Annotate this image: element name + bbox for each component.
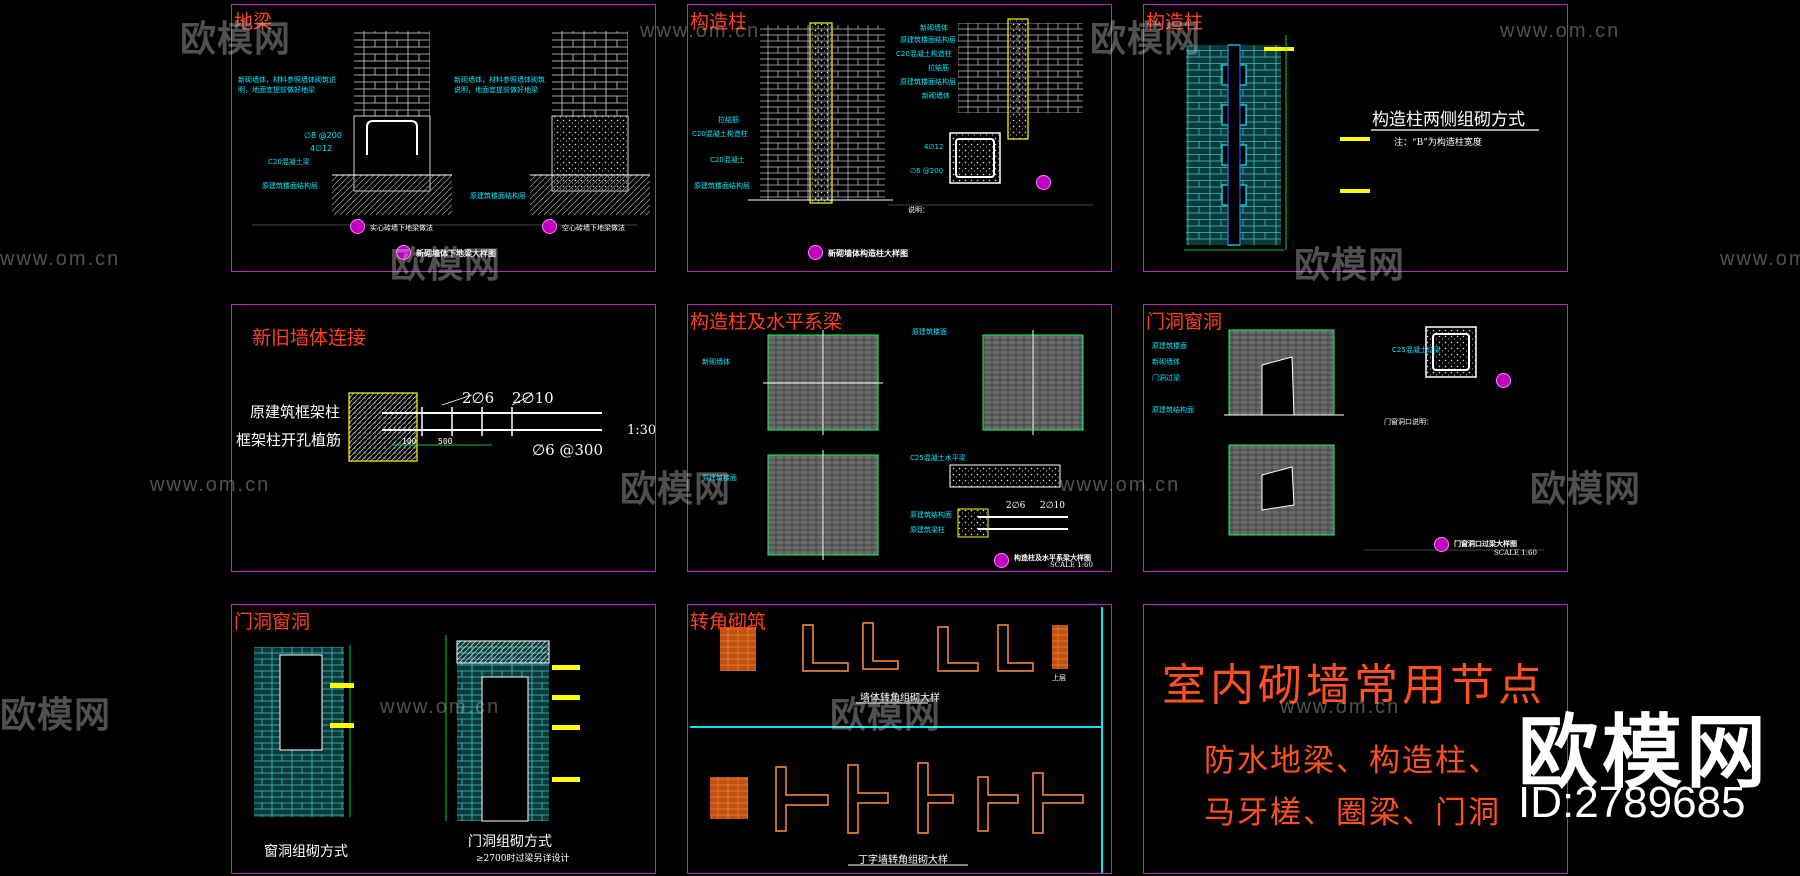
title-block: 新砌墙体构造柱大样图 — [828, 248, 908, 258]
floor-label-left: 原建筑楼面结构层 — [262, 182, 318, 190]
label-1: 原建筑楼面 — [1152, 342, 1187, 350]
note-left: 新砌墙体，材料参照墙体砌筑说明，地面宜提前做好地梁 — [238, 76, 336, 94]
rebar-spacing-label: ∅8 @200 — [304, 131, 342, 140]
label-5: 原建筑结构面 — [1152, 406, 1194, 414]
label-2: 原建筑楼面 — [912, 328, 947, 336]
title-block-marker — [1434, 537, 1449, 552]
panel-title: 新旧墙体连接 — [252, 327, 367, 349]
openings-drawing — [1224, 326, 1544, 551]
column-label: 原建筑框架柱 — [250, 403, 341, 421]
label-right-6: 新砌墙体 — [922, 92, 950, 100]
bond-note: 注：“B”为构造柱宽度 — [1394, 138, 1482, 148]
panel-title: 门洞窗洞 — [1146, 311, 1223, 333]
title-block: 新砌墙体下地梁大样图 — [416, 248, 496, 258]
panel-title: 转角砌筑 — [690, 611, 767, 633]
watermark-url: www.om.cn — [1720, 248, 1800, 270]
rebar-top-a: 2∅6 — [462, 389, 495, 407]
opening-bond-drawing — [254, 635, 580, 822]
dim-b: 500 — [438, 437, 453, 446]
label-4: C25混凝土过梁 — [1392, 346, 1441, 354]
caption-door-sub: ≥2700时过梁另详设计 — [476, 854, 570, 864]
caption-door: 门洞组砌方式 — [468, 834, 552, 850]
cover-title: 室内砌墙常用节点 — [1162, 660, 1546, 711]
panel-title: 地梁 — [234, 11, 273, 33]
panel-title: 构造柱 — [1146, 11, 1204, 33]
panel-title: 构造柱 — [690, 11, 748, 33]
note-title: 说明： — [908, 206, 929, 214]
title-block: 门窗洞口过梁大样图 — [1454, 539, 1517, 548]
label-left-1: 拉结筋 — [718, 116, 739, 124]
structural-column-drawing — [748, 18, 1093, 206]
label-left-2: C20混凝土构造柱 — [692, 130, 748, 138]
panel-structural-column: 构造柱 新砌墙体 原建筑楼面结构层 C20混凝土构造柱 拉结筋 原建筑楼面结构层… — [687, 4, 1112, 272]
section-marker — [1036, 175, 1051, 190]
label-right-4: 拉结筋 — [928, 64, 949, 72]
cover-line-1: 防水地梁、构造柱、 — [1204, 743, 1501, 779]
label-4: 原建筑结构面 — [910, 511, 952, 519]
caption-corner: 墙体转角组砌大样 — [860, 693, 940, 704]
panel-title: 构造柱及水平系梁 — [690, 311, 843, 333]
bond-heading: 构造柱两侧组砌方式 — [1372, 110, 1525, 130]
label-5: C25混凝土水平梁 — [910, 454, 966, 462]
scale-label: SCALE 1:60 — [1050, 561, 1093, 569]
panel-column-bond: 构造柱 构造柱两侧组砌方式 注：“B”为构造柱宽度 — [1143, 4, 1568, 272]
brand-id: ID:2789685 — [1518, 778, 1746, 827]
note-title: 门窗洞口说明： — [1384, 418, 1433, 426]
title-block-marker — [396, 245, 411, 260]
label-left-3: C20混凝土 — [710, 156, 745, 164]
panel-wall-connection: 新旧墙体连接 原建筑框架柱 框架柱开孔植筋 2∅6 2∅10 ∅6 @300 1… — [231, 304, 656, 572]
scale-label: 1:30 — [627, 423, 656, 438]
panel-opening-bond: 门洞窗洞 窗洞组砌方式 门洞组砌方式 ≥2700时过梁另详设计 — [231, 604, 656, 874]
rebar-a: 2∅6 — [1006, 501, 1026, 511]
label-right-2: 原建筑楼面结构层 — [900, 36, 956, 44]
drill-label: 框架柱开孔植筋 — [236, 431, 342, 449]
title-block-marker — [994, 553, 1009, 568]
label-right-3: C20混凝土构造柱 — [896, 50, 952, 58]
panel-ground-beam: 地梁 新砌墙体，材料参照墙体砌筑说明，地面宜提前做好地梁 新砌墙体，材料参照墙体… — [231, 4, 656, 272]
section-rebar-b: ∅6 @200 — [910, 167, 944, 175]
rebar-b: 2∅10 — [1040, 501, 1066, 511]
label-3: 原建筑楼面 — [702, 474, 737, 482]
section-marker — [1496, 373, 1511, 388]
wall-connection-drawing — [348, 392, 602, 462]
title-block-marker — [808, 245, 823, 260]
title-block: 构造柱及水平系梁大样图 — [1014, 553, 1091, 562]
panel-corner-bond: 转角砌筑 墙体转角组砌大样 上层 丁字墙转角组砌大样 — [687, 604, 1112, 874]
rebar-bottom: ∅6 @300 — [532, 441, 604, 459]
label-right-5: 原建筑楼面结构层 — [900, 78, 956, 86]
label-upper-layer: 上层 — [1052, 674, 1066, 682]
detail-marker-right — [542, 219, 557, 234]
label-6: 原建筑梁柱 — [910, 526, 945, 534]
rebar-top-b: 2∅10 — [512, 389, 554, 407]
panel-cover: 室内砌墙常用节点 防水地梁、构造柱、 马牙槎、圈梁、门洞 — [1143, 604, 1568, 874]
floor-label-right: 原建筑楼面结构层 — [470, 192, 526, 200]
label-2: 新砌墙体 — [1152, 358, 1180, 366]
caption-left: 实心砖墙下地梁做法 — [370, 224, 433, 232]
dim-a: 100 — [402, 437, 417, 446]
label-left-4: 原建筑楼面结构层 — [694, 182, 750, 190]
scale-label: SCALE 1:60 — [1494, 549, 1537, 557]
beam-label: C20混凝土梁 — [268, 158, 310, 166]
caption-window: 窗洞组砌方式 — [264, 844, 348, 860]
rebar-count-label: 4∅12 — [310, 144, 333, 153]
watermark-logo: 欧模网 — [0, 694, 112, 735]
watermark-url: www.om.cn — [0, 248, 121, 270]
label-right-1: 新砌墙体 — [920, 24, 948, 32]
panel-openings: 门洞窗洞 原建筑楼面 新砌墙体 门洞过梁 C25混凝土过梁 原建筑结构面 门窗洞… — [1143, 304, 1568, 572]
section-rebar-a: 4∅12 — [924, 143, 944, 151]
corner-bond-drawing — [690, 607, 1103, 873]
panel-column-beam: 构造柱及水平系梁 新砌墙体 原建筑楼面 原建筑楼面 原建筑结构面 C25混凝土水… — [687, 304, 1112, 572]
panel-title: 门洞窗洞 — [234, 611, 311, 633]
column-beam-drawing — [763, 330, 1084, 560]
caption-right: 空心砖墙下地梁做法 — [562, 224, 625, 232]
brand-logo-text: 欧模网 — [1518, 708, 1770, 797]
caption-tee: 丁字墙转角组砌大样 — [858, 855, 948, 866]
detail-marker-left — [350, 219, 365, 234]
ground-beam-drawing — [252, 31, 650, 226]
note-right: 新砌墙体，材料参照墙体砌筑说明，地面宜提前做好地梁 — [454, 76, 545, 94]
cover-line-2: 马牙槎、圈梁、门洞 — [1204, 795, 1501, 831]
column-bond-drawing — [1184, 35, 1539, 251]
label-3: 门洞过梁 — [1152, 374, 1180, 382]
label-1: 新砌墙体 — [702, 358, 730, 366]
